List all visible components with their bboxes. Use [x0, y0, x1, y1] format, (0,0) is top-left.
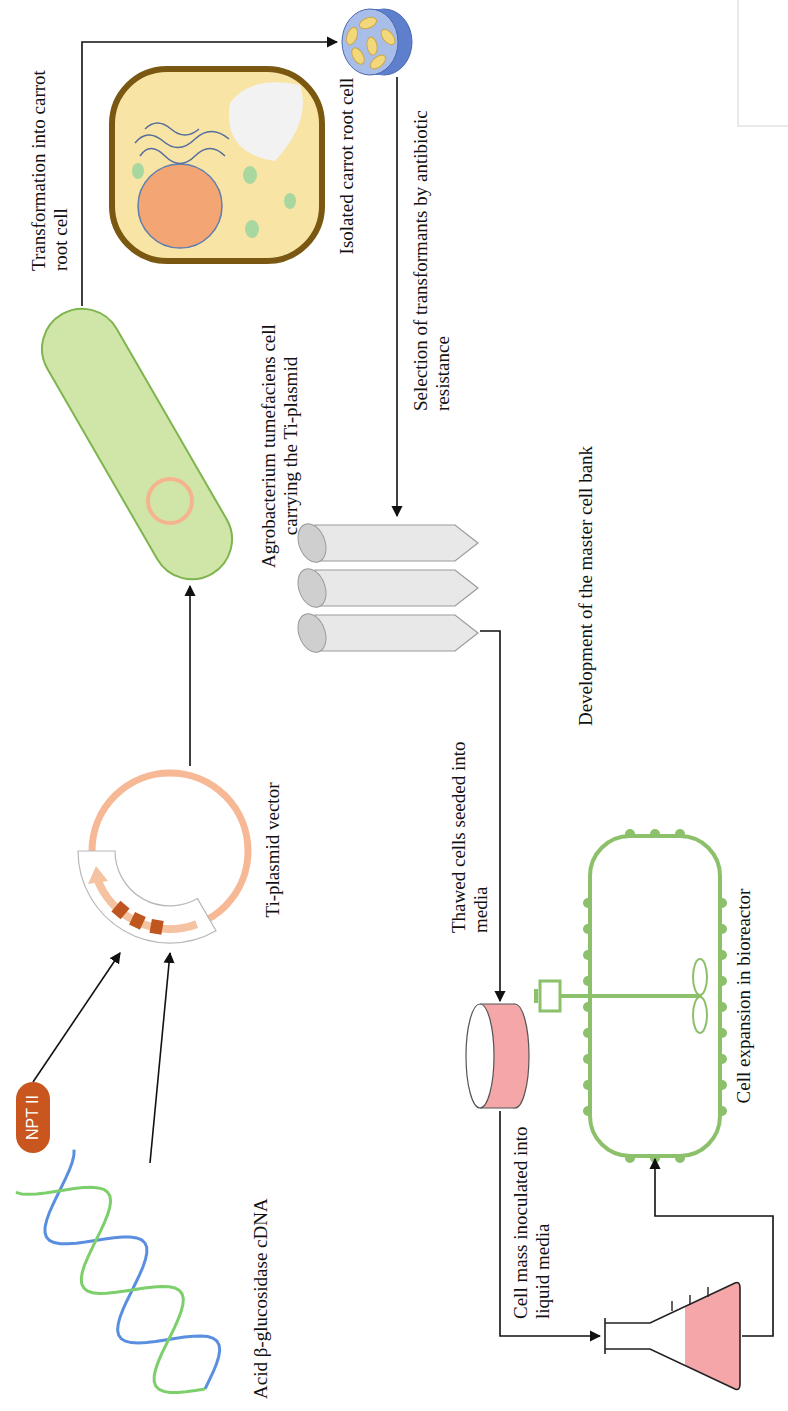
flow-arrow [396, 77, 398, 516]
carrot-root-cell [112, 69, 322, 261]
cell-wall [112, 69, 322, 261]
figure-caption: Isolated carrot root cell [336, 51, 358, 281]
callus [349, 46, 367, 67]
dna-strand [45, 1150, 220, 1389]
gene-block [111, 901, 129, 919]
culture-dish [463, 1001, 531, 1111]
flow-arrow [150, 953, 170, 1163]
gene-block [129, 912, 146, 930]
dish-top [342, 9, 398, 75]
figure-caption: Cell expansion in bioreactor [733, 866, 755, 1126]
petri-dish [337, 7, 415, 77]
rod-cell [27, 294, 246, 594]
step-label: Transformation into carrot root cell [28, 46, 72, 271]
vial-group: Development of the master cell bank [295, 516, 480, 656]
chloroplast [245, 220, 259, 238]
callus [368, 52, 388, 71]
callus [358, 15, 378, 31]
callus-cells [344, 15, 397, 71]
impeller-blade [693, 959, 707, 995]
figure-caption: Ti-plasmid vector [262, 755, 284, 945]
figure-caption: Acid β-glucosidase cDNA [250, 1069, 272, 1399]
figure-caption: Agrobacterium tumefaciens cell carrying … [258, 296, 302, 596]
plasmid-gene-arrow [97, 878, 197, 929]
nucleus [138, 164, 222, 248]
gene-label: NPT II [16, 1082, 50, 1153]
vial [315, 525, 478, 561]
erlenmeyer-flask [605, 1283, 740, 1390]
chloroplast [132, 163, 144, 179]
callus [366, 36, 379, 55]
flow-arrow [33, 953, 120, 1082]
bioreactor-vessel: Cell expansion in bioreactor [586, 833, 724, 1159]
flow-arrow [480, 631, 500, 1001]
dna-strand [16, 1187, 205, 1392]
bacterium-figure: Agrobacterium tumefaciens cell carrying … [35, 306, 245, 586]
arrow-head [88, 866, 108, 884]
culture-dish [466, 1004, 529, 1108]
petri-dish-calli [342, 9, 412, 75]
vial-cap [293, 565, 331, 611]
flask-outline [605, 1283, 740, 1390]
motor-top [534, 989, 538, 1003]
bioreactor [536, 829, 727, 1163]
step-label: Thawed cells seeded into media [448, 698, 492, 933]
flow-arrow [655, 1159, 773, 1336]
gene-name: NPT II [24, 1095, 42, 1140]
cryovials [293, 520, 478, 656]
plasmid-ring [148, 479, 192, 523]
impeller-blade [693, 997, 707, 1033]
flask [600, 1279, 742, 1393]
gene-block [150, 919, 164, 935]
plasmid-cutaway [78, 851, 216, 943]
flow-arrow [500, 1111, 600, 1336]
agrobacterium-cell [27, 294, 246, 594]
vial-cap [293, 610, 331, 656]
plasmid-figure: Ti-plasmid vector [88, 766, 253, 953]
step-label: Selection of transformants by antibiotic… [410, 91, 454, 411]
ti-plasmid [78, 773, 248, 943]
dna-figure: Acid β-glucosidase cDNA [25, 1163, 240, 1401]
vial [315, 570, 478, 606]
endoplasmic-reticulum [135, 123, 229, 164]
graduation-marks [672, 1287, 708, 1311]
cropped-frame [738, 0, 788, 126]
step-label: Cell mass inoculated into liquid media [510, 1124, 554, 1319]
shaft [560, 994, 702, 998]
dish-top [466, 1004, 494, 1108]
plant-cell-figure: Isolated carrot root cell [105, 64, 327, 266]
callus [378, 27, 397, 47]
motor [540, 981, 560, 1011]
flow-arrow [82, 42, 337, 306]
liquid-media [685, 1283, 740, 1390]
vacuole [229, 82, 303, 161]
chloroplast [243, 166, 257, 184]
figure-caption: Development of the master cell bank [575, 416, 597, 756]
dna-helix [16, 1150, 220, 1393]
chloroplast [284, 193, 296, 209]
callus [344, 26, 360, 46]
flow-arrow [189, 586, 191, 766]
vial [315, 615, 478, 651]
